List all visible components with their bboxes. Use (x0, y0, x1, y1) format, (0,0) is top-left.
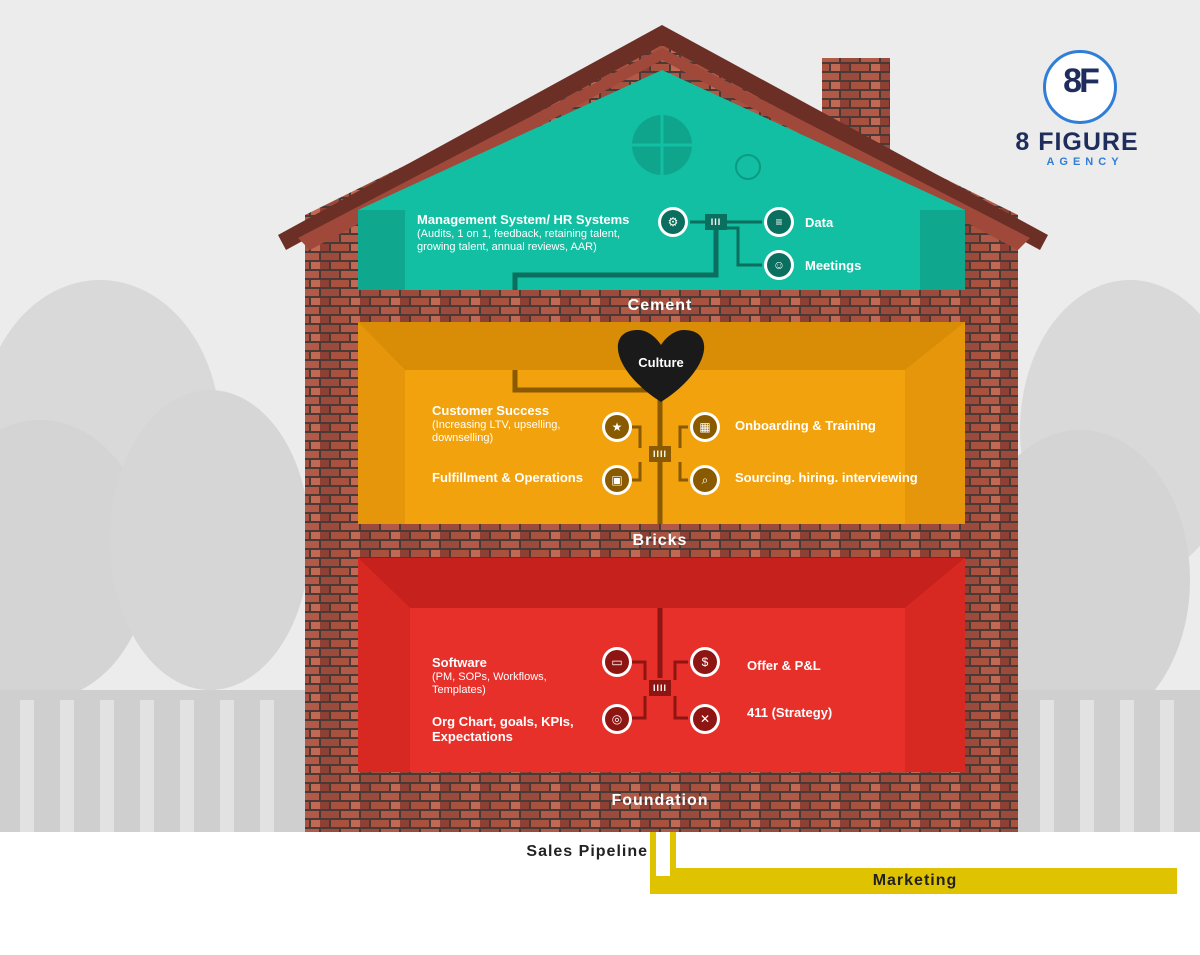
software-icon: ▭ (602, 647, 632, 677)
brand-logo: 8F 8 FIGURE AGENCY (1015, 50, 1155, 180)
strategy-icon: ✕ (693, 707, 717, 731)
meetings-icon: ☺ (764, 250, 794, 280)
marketing-label: Marketing (872, 872, 958, 889)
fulfillment-icon: ▣ (602, 465, 632, 495)
strategy-label: 411 (Strategy) (747, 705, 833, 720)
customer-success-icon: ★ (602, 412, 632, 442)
data-icon: ≡ (764, 207, 794, 237)
meeting-icon: ☺ (767, 253, 791, 277)
money-hand-icon: $ (693, 650, 717, 674)
sourcing-label: Sourcing. hiring. interviewing (735, 470, 918, 485)
logo-tagline: AGENCY (1046, 156, 1124, 168)
strategy-icon-wrap: ✕ (690, 704, 720, 734)
software-title: Software (432, 655, 487, 670)
bottom-junction-box: IIII (649, 680, 671, 696)
onboarding-label: Onboarding & Training (735, 418, 876, 433)
logo-name: 8 FIGURE (1015, 128, 1139, 156)
middle-junction-box: IIII (649, 446, 671, 462)
meetings-label: Meetings (805, 258, 862, 273)
data-label: Data (805, 215, 834, 230)
logo-mark: 8F (1063, 62, 1100, 100)
offer-icon: $ (690, 647, 720, 677)
org-chart-label: Org Chart, goals, KPIs, Expectations (432, 714, 574, 744)
presentation-icon: ▦ (693, 415, 717, 439)
cement-label: Cement (627, 297, 693, 314)
top-junction-box: III (705, 214, 727, 230)
person-star-icon: ★ (605, 415, 629, 439)
customer-success-subtitle: (Increasing LTV, upselling, downselling) (432, 419, 561, 444)
hr-systems-title: Management System/ HR Systems (417, 212, 630, 227)
culture-heart-label: Culture (638, 355, 684, 370)
monitor-icon: ▭ (605, 650, 629, 674)
sales-pipeline-label: Sales Pipeline (526, 843, 648, 860)
onboarding-icon: ▦ (690, 412, 720, 442)
foundation-label: Foundation (611, 792, 709, 809)
fulfillment-label: Fulfillment & Operations (432, 470, 583, 485)
hr-systems-subtitle: (Audits, 1 on 1, feedback, retaining tal… (417, 228, 621, 253)
offer-label: Offer & P&L (747, 658, 821, 673)
truck-icon: ▣ (605, 468, 629, 492)
hr-icon: ⚙ (658, 207, 688, 237)
org-chart-icon: ◎ (602, 704, 632, 734)
software-subtitle: (PM, SOPs, Workflows, Templates) (432, 671, 547, 696)
bricks-label: Bricks (632, 532, 688, 549)
sourcing-icon: ⌕ (690, 465, 720, 495)
gear-people-icon: ⚙ (661, 210, 685, 234)
target-icon: ◎ (605, 707, 629, 731)
search-person-icon: ⌕ (693, 468, 717, 492)
customer-success-title: Customer Success (432, 403, 550, 418)
database-icon: ≡ (767, 210, 791, 234)
logo-circle-icon (1043, 50, 1117, 124)
